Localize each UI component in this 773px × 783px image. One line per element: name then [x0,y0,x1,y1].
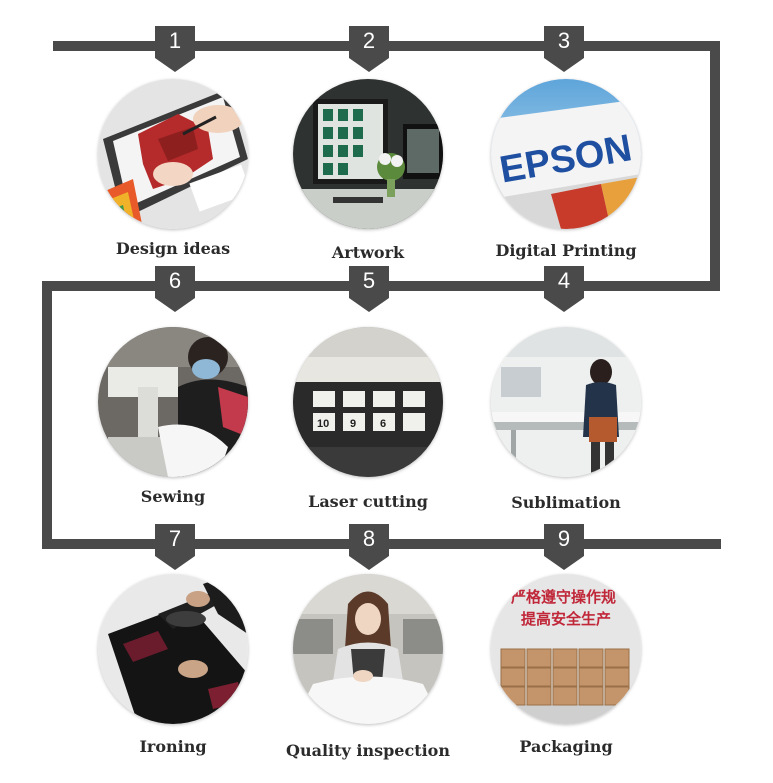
step-number-5: 5 [362,268,376,293]
step-badge-5: 5 [349,266,389,312]
ironing-photo [98,574,248,724]
laser-tile-9: 9 [350,418,356,430]
step-badge-9: 9 [544,524,584,570]
step-number-9: 9 [557,526,571,551]
step-label-design-ideas: Design ideas [115,239,231,258]
laser-tile-6: 6 [380,418,386,430]
artwork-photo [293,79,443,229]
signage-text-line2: 提高安全生产 [521,610,611,628]
step-label-sublimation: Sublimation [511,493,621,512]
step-badge-3: 3 [544,26,584,72]
step-badge-1: 1 [155,26,195,72]
step-label-sewing: Sewing [140,487,206,506]
step-badge-4: 4 [544,266,584,312]
step-number-7: 7 [168,526,182,551]
digital-printing-photo: EPSON [491,79,641,229]
sublimation-photo [491,327,641,477]
step-label-ironing: Ironing [139,737,207,756]
step-number-3: 3 [557,28,571,53]
step-number-2: 2 [362,28,376,53]
step-label-digital-printing: Digital Printing [495,241,637,260]
step-badge-2: 2 [349,26,389,72]
sewing-photo [98,327,248,477]
step-number-6: 6 [168,268,182,293]
step-number-8: 8 [362,526,376,551]
quality-inspection-photo [293,574,443,724]
step-badge-8: 8 [349,524,389,570]
packaging-photo: 严格遵守操作规 提高安全生产 [491,574,641,724]
laser-cutting-photo: 10 9 6 [293,327,443,477]
step-badge-6: 6 [155,266,195,312]
design-ideas-photo [98,79,248,229]
step-label-quality-inspection: Quality inspection [286,741,450,760]
step-label-laser-cutting: Laser cutting [308,492,428,511]
laser-tile-10: 10 [317,418,329,430]
path-right [710,41,720,291]
step-badge-7: 7 [155,524,195,570]
step-number-4: 4 [557,268,571,293]
signage-text-line1: 严格遵守操作规 [510,588,616,606]
path-left [42,281,52,549]
step-number-1: 1 [168,28,182,53]
step-label-packaging: Packaging [519,737,613,756]
step-label-artwork: Artwork [331,243,405,262]
